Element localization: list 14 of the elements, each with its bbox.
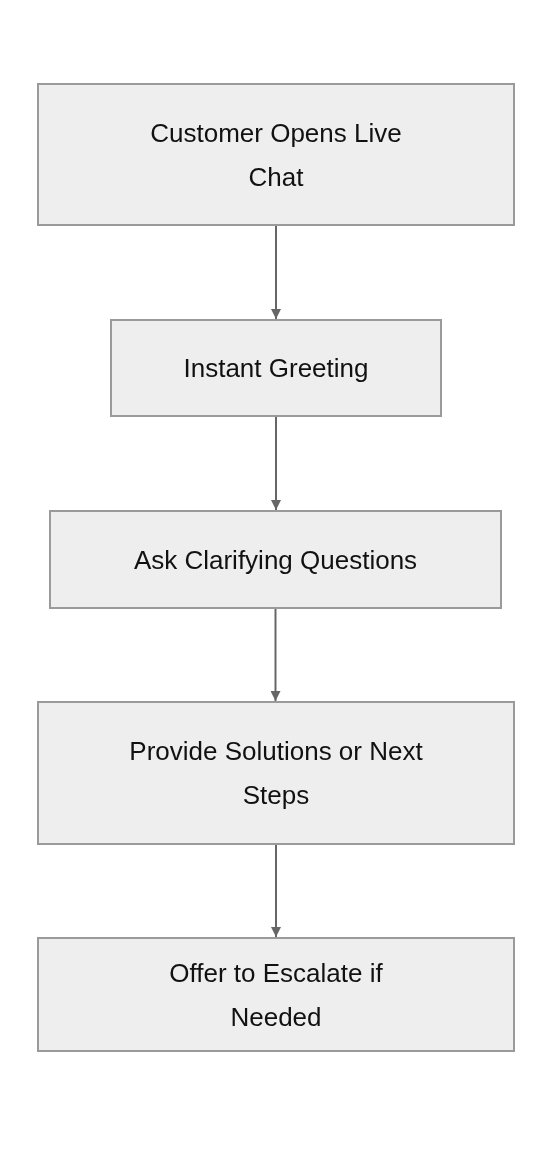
- process-box: [37, 83, 515, 226]
- box-label: Ask Clarifying Questions: [133, 543, 418, 577]
- process-box: [49, 510, 502, 609]
- arrow: [271, 844, 281, 938]
- box-label: Customer Opens Live Chat: [149, 116, 403, 194]
- process-box: [37, 701, 515, 845]
- process-box: [110, 319, 442, 417]
- box-label: Offer to Escalate if Needed: [168, 956, 384, 1034]
- arrow: [271, 225, 281, 320]
- process-box: [37, 937, 515, 1052]
- arrow: [271, 416, 281, 511]
- box-label: Instant Greeting: [183, 352, 369, 385]
- box-label: Provide Solutions or Next Steps: [128, 735, 424, 812]
- arrow: [270, 608, 281, 702]
